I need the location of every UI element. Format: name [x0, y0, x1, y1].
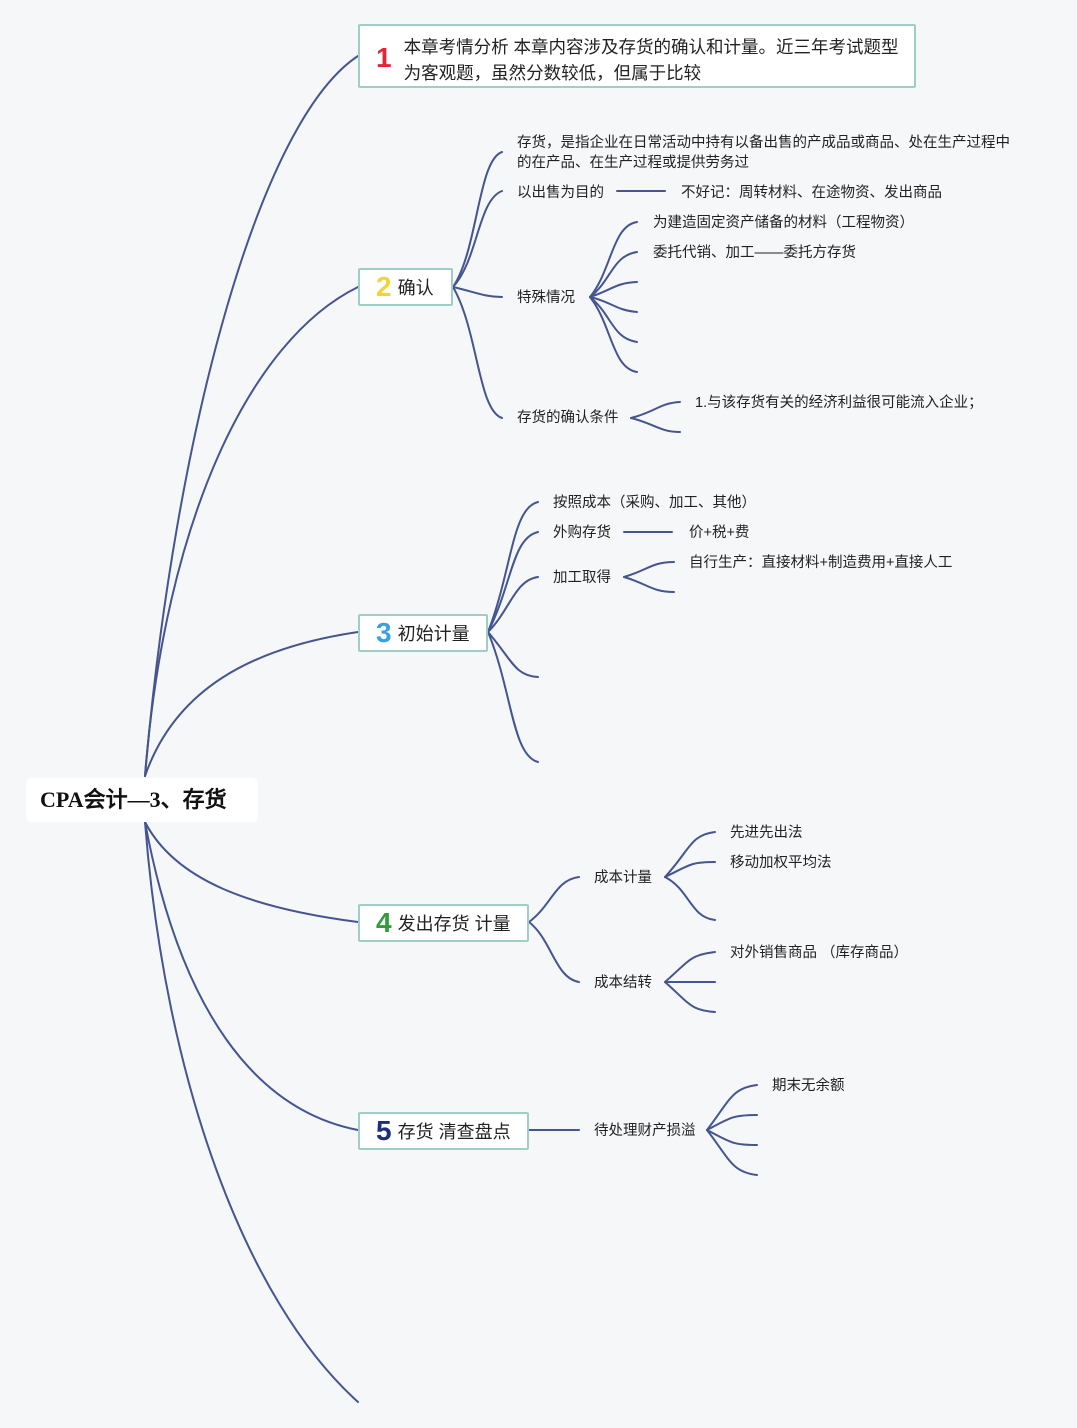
link-b3-empty1 [487, 631, 539, 678]
link-cond-2 [630, 417, 681, 433]
link-processed-2 [623, 576, 675, 593]
branch-number-2: 2 [376, 271, 392, 302]
link-transfer-3 [664, 981, 716, 1013]
branch-overview[interactable]: 1 本章考情分析 本章内容涉及存货的确认和计量。近三年考试题型为客观题，虽然分数… [358, 24, 916, 88]
link-transfer-1 [664, 951, 716, 983]
leaf-purchased[interactable]: 外购存货 [553, 525, 611, 541]
link-special-6 [589, 296, 638, 373]
branch-number-1: 1 [376, 42, 392, 73]
branch-initial-measure[interactable]: 3 初始计量 [358, 614, 488, 652]
leaf-cost-transfer[interactable]: 成本结转 [594, 975, 652, 991]
link-pending-2 [706, 1114, 758, 1131]
link-root-b3 [144, 631, 359, 777]
leaf-cost-measure-item-1[interactable]: 先进先出法 [730, 825, 803, 841]
leaf-for-sale-note[interactable]: 不好记：周转材料、在途物资、发出商品 [681, 185, 942, 201]
leaf-special-item-2[interactable]: 委托代销、加工——委托方存货 [653, 245, 856, 261]
link-special-2 [589, 251, 638, 298]
link-b3-bycost [487, 501, 539, 633]
root-title: CPA会计—3、存货 [40, 787, 227, 812]
link-pending-3 [706, 1129, 758, 1146]
link-pending-4 [706, 1129, 758, 1176]
link-root-b2 [144, 286, 359, 777]
link-measure-1 [664, 831, 716, 878]
branch-initial-measure-label: 初始计量 [397, 624, 470, 644]
link-measure-3 [664, 876, 716, 921]
leaf-processed-item-1[interactable]: 自行生产：直接材料+制造费用+直接人工 [689, 555, 953, 571]
link-b2-forsale [452, 190, 503, 288]
branch-issue-measure-label: 发出存货 计量 [397, 914, 511, 934]
leaf-pending[interactable]: 待处理财产损溢 [594, 1123, 696, 1139]
link-b3-empty2 [487, 631, 539, 763]
leaf-definition[interactable]: 存货，是指企业在日常活动中持有以备出售的产成品或商品、处在生产过程中的在产品、在… [517, 135, 1010, 171]
link-root-empty [144, 821, 359, 1403]
link-cond-1 [630, 401, 681, 419]
link-b2-definition [452, 151, 503, 288]
branch-confirm-label: 确认 [397, 278, 434, 298]
leaf-special[interactable]: 特殊情况 [517, 290, 575, 306]
branch-number-5: 5 [376, 1115, 392, 1146]
leaf-by-cost[interactable]: 按照成本（采购、加工、其他） [553, 495, 756, 511]
branch-number-4: 4 [376, 907, 392, 938]
branch-inventory-count-label: 存货 清查盘点 [397, 1122, 511, 1142]
leaf-purchased-note[interactable]: 价+税+费 [689, 525, 750, 541]
leaf-processed[interactable]: 加工取得 [553, 570, 611, 586]
leaf-pending-item-1[interactable]: 期末无余额 [772, 1078, 845, 1094]
link-special-5 [589, 296, 638, 343]
leaf-cost-measure[interactable]: 成本计量 [594, 870, 652, 886]
link-measure-2 [664, 861, 716, 878]
link-b2-conditions [452, 286, 503, 419]
link-b3-purchased [487, 531, 539, 633]
link-root-b5 [144, 821, 359, 1131]
branch-number-3: 3 [376, 617, 392, 648]
link-root-b1 [144, 55, 359, 777]
leaf-conditions[interactable]: 存货的确认条件 [517, 410, 619, 426]
link-b2-special [452, 286, 503, 298]
branch-inventory-count[interactable]: 5 存货 清查盘点 [358, 1112, 529, 1150]
leaf-special-item-1[interactable]: 为建造固定资产储备的材料（工程物资） [653, 215, 914, 231]
root-node[interactable]: CPA会计—3、存货 [26, 778, 258, 822]
leaf-for-sale[interactable]: 以出售为目的 [517, 185, 604, 201]
link-processed-1 [623, 561, 675, 578]
link-special-4 [589, 296, 638, 313]
link-b3-processed [487, 576, 539, 633]
branch-confirm[interactable]: 2 确认 [358, 268, 453, 306]
leaf-cost-measure-item-2[interactable]: 移动加权平均法 [730, 855, 832, 871]
link-pending-1 [706, 1084, 758, 1131]
link-special-1 [589, 221, 638, 298]
leaf-condition-item-1[interactable]: 1.与该存货有关的经济利益很可能流入企业； [695, 395, 983, 411]
link-root-b4 [144, 821, 359, 923]
link-b4-measure [528, 876, 580, 923]
link-special-3 [589, 281, 638, 298]
leaf-cost-transfer-item-1[interactable]: 对外销售商品 （库存商品） [730, 945, 909, 961]
branch-overview-label: 本章考情分析 本章内容涉及存货的确认和计量。近三年考试题型为客观题，虽然分数较低… [403, 37, 899, 83]
link-b4-transfer [528, 921, 580, 983]
branch-issue-measure[interactable]: 4 发出存货 计量 [358, 904, 529, 942]
